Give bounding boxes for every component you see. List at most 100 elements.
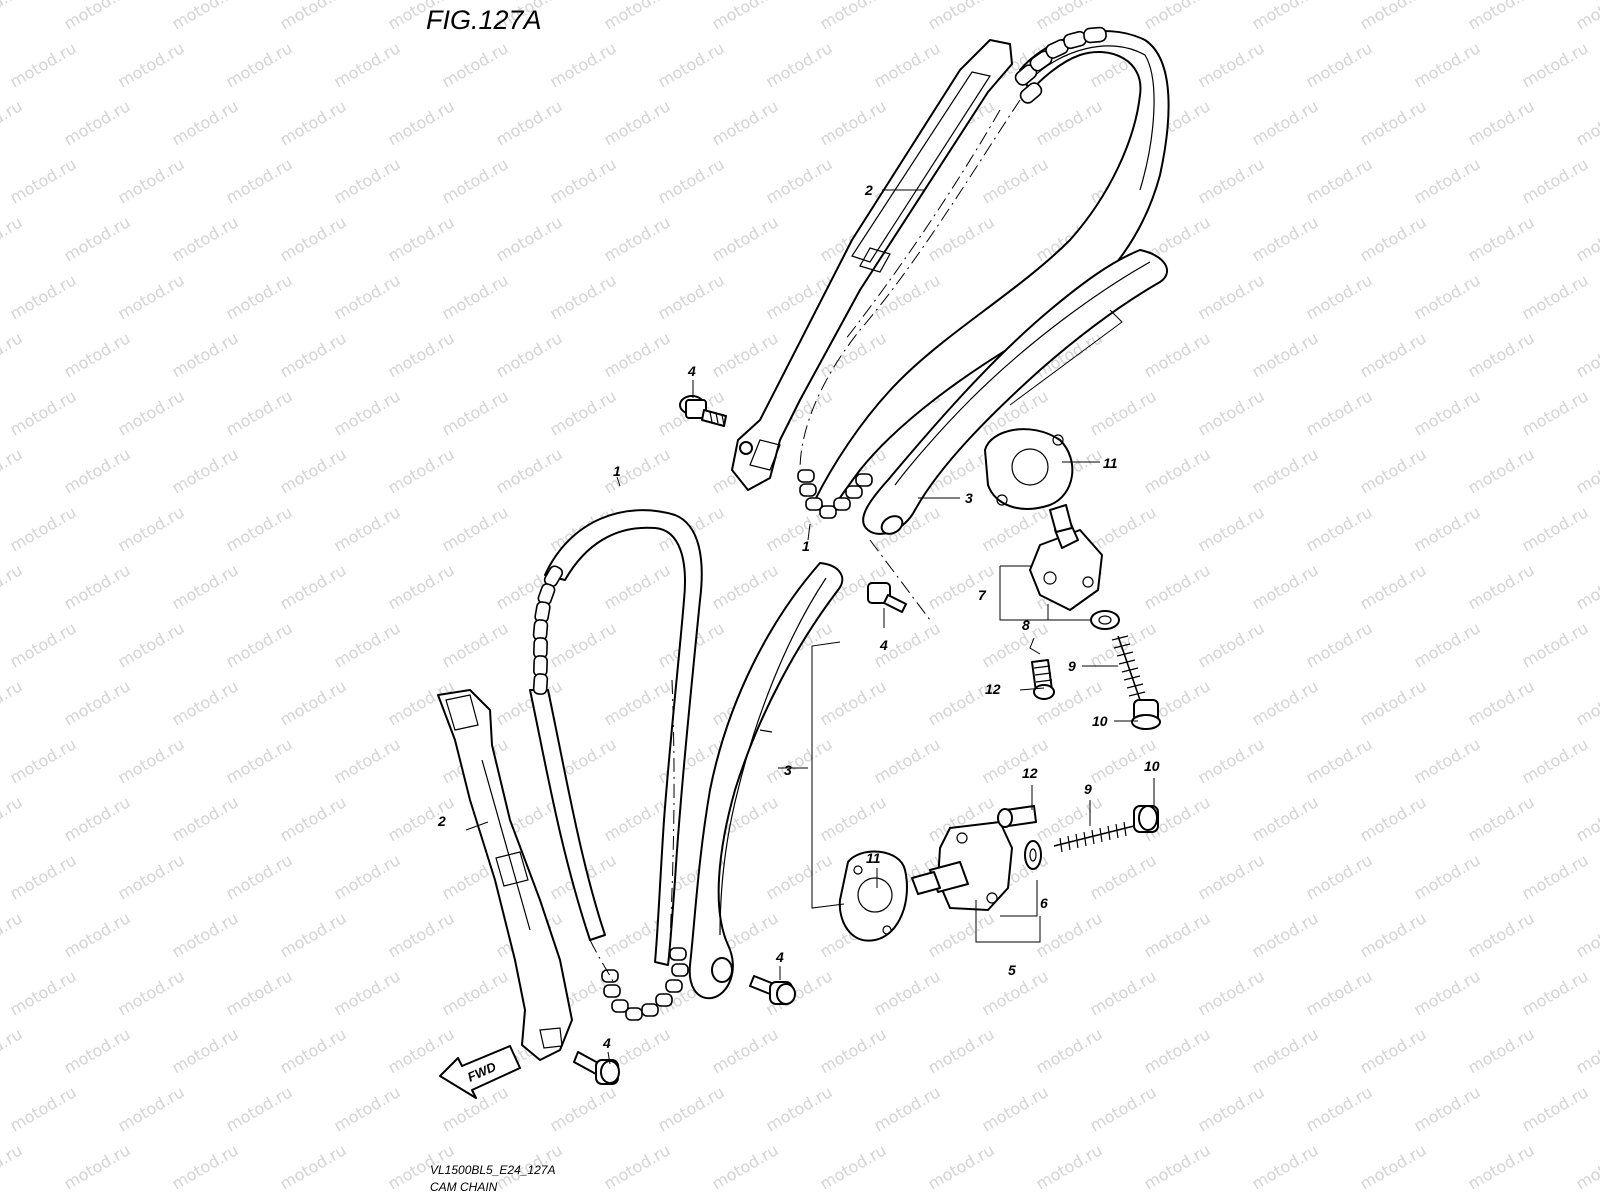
- watermark-text: motod.ru: [655, 38, 728, 91]
- watermark-text: motod.ru: [7, 850, 80, 903]
- callout-4: 4: [687, 363, 696, 379]
- watermark-text: motod.ru: [169, 1024, 242, 1077]
- watermark-text: motod.ru: [763, 154, 836, 207]
- callout-3: 3: [965, 490, 973, 506]
- watermark-text: motod.ru: [7, 502, 80, 555]
- tensioner-7-upper: [1029, 504, 1103, 611]
- watermark-text: motod.ru: [1573, 0, 1600, 33]
- callout-9: 9: [1084, 781, 1092, 797]
- watermark-text: motod.ru: [1249, 212, 1322, 265]
- watermark-text: motod.ru: [277, 1140, 350, 1193]
- watermark-text: motod.ru: [115, 966, 188, 1019]
- watermark-text: motod.ru: [115, 154, 188, 207]
- watermark-text: motod.ru: [1195, 618, 1268, 671]
- watermark-text: motod.ru: [547, 618, 620, 671]
- bolt-10-lower: [1133, 805, 1159, 833]
- callout-11: 11: [866, 850, 881, 866]
- watermark-text: motod.ru: [1519, 618, 1592, 671]
- bolt-10-upper: [1131, 699, 1161, 730]
- watermark-text: motod.ru: [925, 212, 998, 265]
- watermark-text: motod.ru: [547, 386, 620, 439]
- watermark-text: motod.ru: [1141, 560, 1214, 613]
- watermark-text: motod.ru: [277, 444, 350, 497]
- watermark-text: motod.ru: [115, 1082, 188, 1135]
- watermark-text: motod.ru: [655, 1082, 728, 1135]
- watermark-text: motod.ru: [1087, 850, 1160, 903]
- watermark-text: motod.ru: [1465, 908, 1538, 961]
- watermark-text: motod.ru: [0, 0, 26, 33]
- watermark-text: motod.ru: [1195, 502, 1268, 555]
- watermark-text: motod.ru: [385, 212, 458, 265]
- watermark-text: motod.ru: [709, 212, 782, 265]
- callout-2: 2: [864, 182, 873, 198]
- watermark-text: motod.ru: [1303, 966, 1376, 1019]
- callout-3: 3: [784, 762, 792, 778]
- watermark-text: motod.ru: [439, 1082, 512, 1135]
- watermark-text: motod.ru: [169, 96, 242, 149]
- watermark-text: motod.ru: [817, 0, 890, 33]
- watermark-text: motod.ru: [493, 444, 566, 497]
- watermark-text: motod.ru: [1303, 1082, 1376, 1135]
- watermark-text: motod.ru: [1519, 154, 1592, 207]
- callout-9: 9: [1068, 658, 1076, 674]
- callout-4: 4: [775, 949, 784, 965]
- watermark-text: motod.ru: [1573, 444, 1600, 497]
- watermark-text: motod.ru: [1249, 792, 1322, 845]
- watermark-text: motod.ru: [601, 560, 674, 613]
- watermark-text: motod.ru: [277, 328, 350, 381]
- watermark-text: motod.ru: [331, 38, 404, 91]
- watermark-text: motod.ru: [493, 328, 566, 381]
- watermark-text: motod.ru: [655, 154, 728, 207]
- watermark-text: motod.ru: [979, 1082, 1052, 1135]
- watermark-text: motod.ru: [1573, 1024, 1600, 1077]
- watermark-text: motod.ru: [169, 328, 242, 381]
- watermark-text: motod.ru: [1357, 908, 1430, 961]
- watermark-text: motod.ru: [0, 212, 26, 265]
- watermark-text: motod.ru: [1411, 734, 1484, 787]
- watermark-text: motod.ru: [1033, 908, 1106, 961]
- watermark-text: motod.ru: [925, 1140, 998, 1193]
- watermark-text: motod.ru: [1195, 38, 1268, 91]
- watermark-text: motod.ru: [1033, 1140, 1106, 1193]
- watermark-text: motod.ru: [7, 966, 80, 1019]
- watermark-text: motod.ru: [601, 328, 674, 381]
- watermark-text: motod.ru: [277, 96, 350, 149]
- watermark-text: motod.ru: [7, 386, 80, 439]
- watermark-text: motod.ru: [925, 560, 998, 613]
- watermark-text: motod.ru: [601, 444, 674, 497]
- watermark-text: motod.ru: [61, 560, 134, 613]
- watermark-text: motod.ru: [115, 38, 188, 91]
- watermark-text: motod.ru: [1249, 676, 1322, 729]
- watermark-text: motod.ru: [7, 270, 80, 323]
- watermark-text: motod.ru: [1519, 38, 1592, 91]
- cam-chain-guide-upper: [731, 39, 1013, 491]
- watermark-text: motod.ru: [601, 1140, 674, 1193]
- watermark-text: motod.ru: [169, 560, 242, 613]
- watermark-text: motod.ru: [1519, 966, 1592, 1019]
- watermark-text: motod.ru: [601, 96, 674, 149]
- watermark-text: motod.ru: [1249, 444, 1322, 497]
- watermark-text: motod.ru: [1303, 38, 1376, 91]
- watermark-text: motod.ru: [61, 212, 134, 265]
- cam-chain-lower: [529, 509, 703, 1021]
- watermark-text: motod.ru: [1087, 386, 1160, 439]
- watermark-text: motod.ru: [0, 560, 26, 613]
- watermark-text: motod.ru: [277, 560, 350, 613]
- watermark-text: motod.ru: [763, 1082, 836, 1135]
- watermark-text: motod.ru: [61, 676, 134, 729]
- watermark-text: motod.ru: [1573, 328, 1600, 381]
- figure-code: VL1500BL5_E24_127A: [430, 1163, 555, 1177]
- watermark-text: motod.ru: [1411, 154, 1484, 207]
- gasket-11-lower: [838, 850, 908, 942]
- watermark-text: motod.ru: [61, 1024, 134, 1077]
- watermark-text: motod.ru: [1249, 1024, 1322, 1077]
- watermark-text: motod.ru: [871, 966, 944, 1019]
- watermark-text: motod.ru: [7, 154, 80, 207]
- watermark-text: motod.ru: [1411, 618, 1484, 671]
- watermark-text: motod.ru: [439, 618, 512, 671]
- watermark-text: motod.ru: [1573, 212, 1600, 265]
- leader-lines: [465, 189, 1155, 1065]
- watermark-text: motod.ru: [1519, 502, 1592, 555]
- watermark-text: motod.ru: [1411, 386, 1484, 439]
- watermark-text: motod.ru: [439, 154, 512, 207]
